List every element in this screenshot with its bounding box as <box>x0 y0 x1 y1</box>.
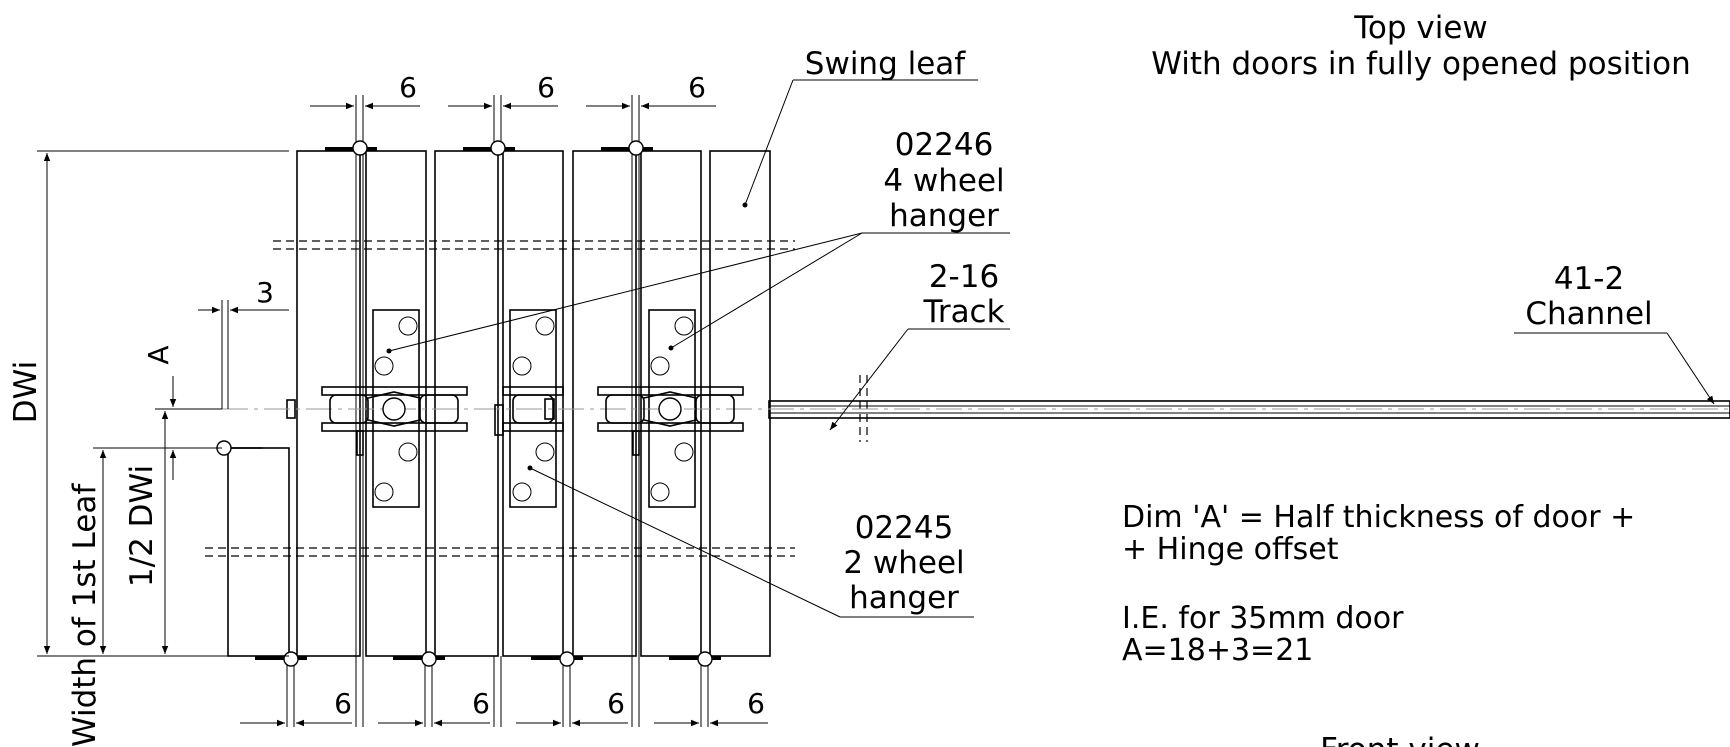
four-wheel-carriage <box>321 386 468 456</box>
note-line: I.E. for 35mm door <box>1122 601 1404 636</box>
hinge-offset-label: 3 <box>256 276 274 309</box>
door-leaf <box>296 150 361 657</box>
title-block: Top view With doors in fully opened posi… <box>1151 10 1690 82</box>
track-label: Track <box>922 294 1004 330</box>
bottom-gap-label: 6 <box>747 687 765 720</box>
bottom-gap-label: 6 <box>472 687 490 720</box>
first-leaf-width-label: Width of 1st Leaf <box>67 483 103 747</box>
top-gap-label: 6 <box>688 71 706 104</box>
wheel-carriages <box>321 386 744 456</box>
hanger2-code: 02245 <box>855 510 954 546</box>
track-code: 2-16 <box>929 259 999 295</box>
channel-code: 41-2 <box>1554 261 1624 297</box>
hinge-pins <box>216 95 721 727</box>
view-subtitle: With doors in fully opened position <box>1151 46 1690 82</box>
front-view-title: Front view <box>1320 732 1480 747</box>
swing-leaf-label: Swing leaf <box>805 46 967 82</box>
half-dwi-label: 1/2 DWi <box>124 465 160 587</box>
dimension-lines <box>37 102 768 727</box>
dwi-label: DWi <box>8 361 44 423</box>
door-leaf <box>434 150 499 657</box>
notes-block: Dim 'A' = Half thickness of door + + Hin… <box>1122 500 1635 668</box>
door-leaf <box>572 150 637 657</box>
note-line: A=18+3=21 <box>1122 633 1313 668</box>
first-leaf-panel <box>227 447 290 657</box>
leader-lines <box>386 79 1715 618</box>
dimension-labels: 6 6 6 6 6 6 6 3 A DWi 1/2 DWi Width of 1… <box>8 71 765 747</box>
track-assembly <box>222 399 1730 419</box>
four-wheel-carriage <box>597 386 744 456</box>
view-title: Top view <box>1353 10 1488 46</box>
two-wheel-carriage <box>494 386 564 436</box>
top-gap-label: 6 <box>399 71 417 104</box>
channel-label: Channel <box>1525 296 1652 332</box>
hanger4-code: 02246 <box>895 127 994 163</box>
door-leaves <box>227 150 771 657</box>
bottom-gap-label: 6 <box>334 687 352 720</box>
bottom-gap-label: 6 <box>607 687 625 720</box>
hanger4-word: hanger <box>889 198 999 234</box>
swing-leaf-panel <box>709 150 771 657</box>
callout-labels: Swing leaf 02246 4 wheel hanger 2-16 Tra… <box>805 46 1653 616</box>
top-gap-label: 6 <box>537 71 555 104</box>
dashed-guides <box>205 240 868 557</box>
note-line: + Hinge offset <box>1122 532 1339 567</box>
dim-a-label: A <box>142 345 175 364</box>
hanger2-word: hanger <box>849 580 959 616</box>
hanger4-type: 4 wheel <box>883 163 1004 199</box>
hanger2-type: 2 wheel <box>843 545 964 581</box>
note-line: Dim 'A' = Half thickness of door + <box>1122 500 1635 535</box>
